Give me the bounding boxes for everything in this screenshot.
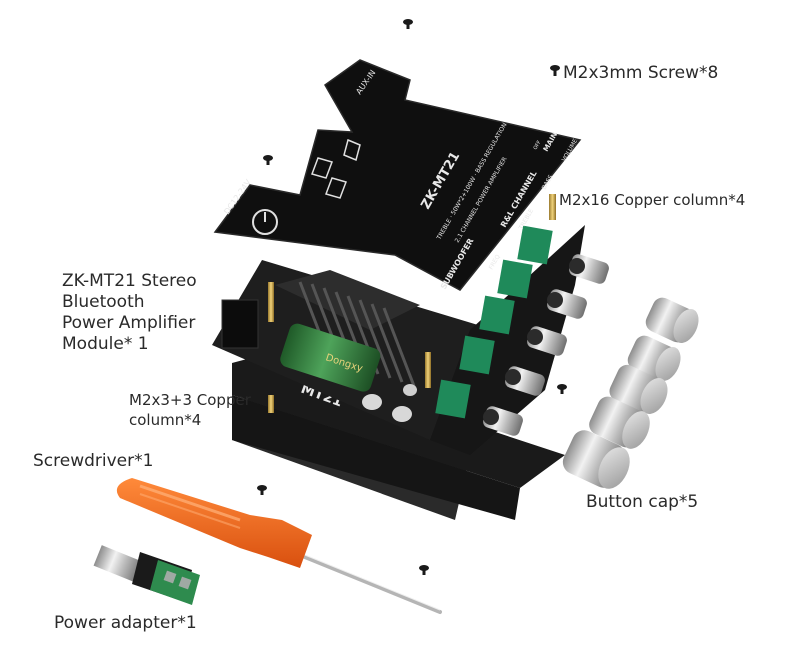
screw-label: M2x3mm Screw*8	[563, 63, 719, 83]
electrolytic-capacitor: Dongxy	[280, 323, 381, 392]
button-cap-1	[645, 297, 699, 343]
button-cap-2	[627, 335, 681, 381]
button-cap-4	[589, 396, 650, 449]
off-text: OFF	[533, 140, 543, 151]
screw-icon	[550, 65, 560, 76]
button-cap-3	[609, 364, 668, 414]
screw-icon	[557, 384, 567, 394]
module-label-line1: ZK-MT21 Stereo	[62, 271, 197, 291]
copper-column-3-label-line1: M2x3+3 Copper	[129, 391, 251, 409]
screw-icon	[257, 485, 267, 495]
power-adapter	[93, 545, 200, 605]
power-icon	[252, 209, 278, 235]
standoff-right	[425, 352, 431, 388]
copper-column-3-label-line2: column*4	[129, 411, 202, 429]
module-label-line3: Power Amplifier	[62, 313, 196, 333]
copper-column-3	[268, 395, 274, 413]
module-label-line2: Bluetooth	[62, 292, 145, 312]
control-knob-row	[430, 225, 609, 455]
power-adapter-label: Power adapter*1	[54, 613, 197, 633]
standoff-left	[268, 282, 274, 322]
screwdriver	[116, 478, 442, 614]
dc-jack	[221, 299, 259, 349]
small-capacitors	[362, 384, 417, 422]
screw-icon	[403, 19, 413, 29]
freq-text: FREQ	[488, 253, 502, 271]
screw-icon	[263, 155, 273, 165]
module-label-line4: Module* 1	[62, 334, 149, 354]
screw-icon	[419, 565, 429, 575]
screwdriver-label: Screwdriver*1	[33, 451, 154, 471]
button-cap-5	[562, 430, 630, 489]
copper-column-16	[549, 194, 556, 220]
button-cap-label: Button cap*5	[586, 492, 699, 512]
copper-column-16-label: M2x16 Copper column*4	[559, 191, 746, 209]
amplifier-module-body: Dongxy	[212, 225, 609, 455]
button-caps	[562, 297, 699, 489]
screws	[257, 19, 567, 575]
speaker-icons	[311, 138, 361, 199]
